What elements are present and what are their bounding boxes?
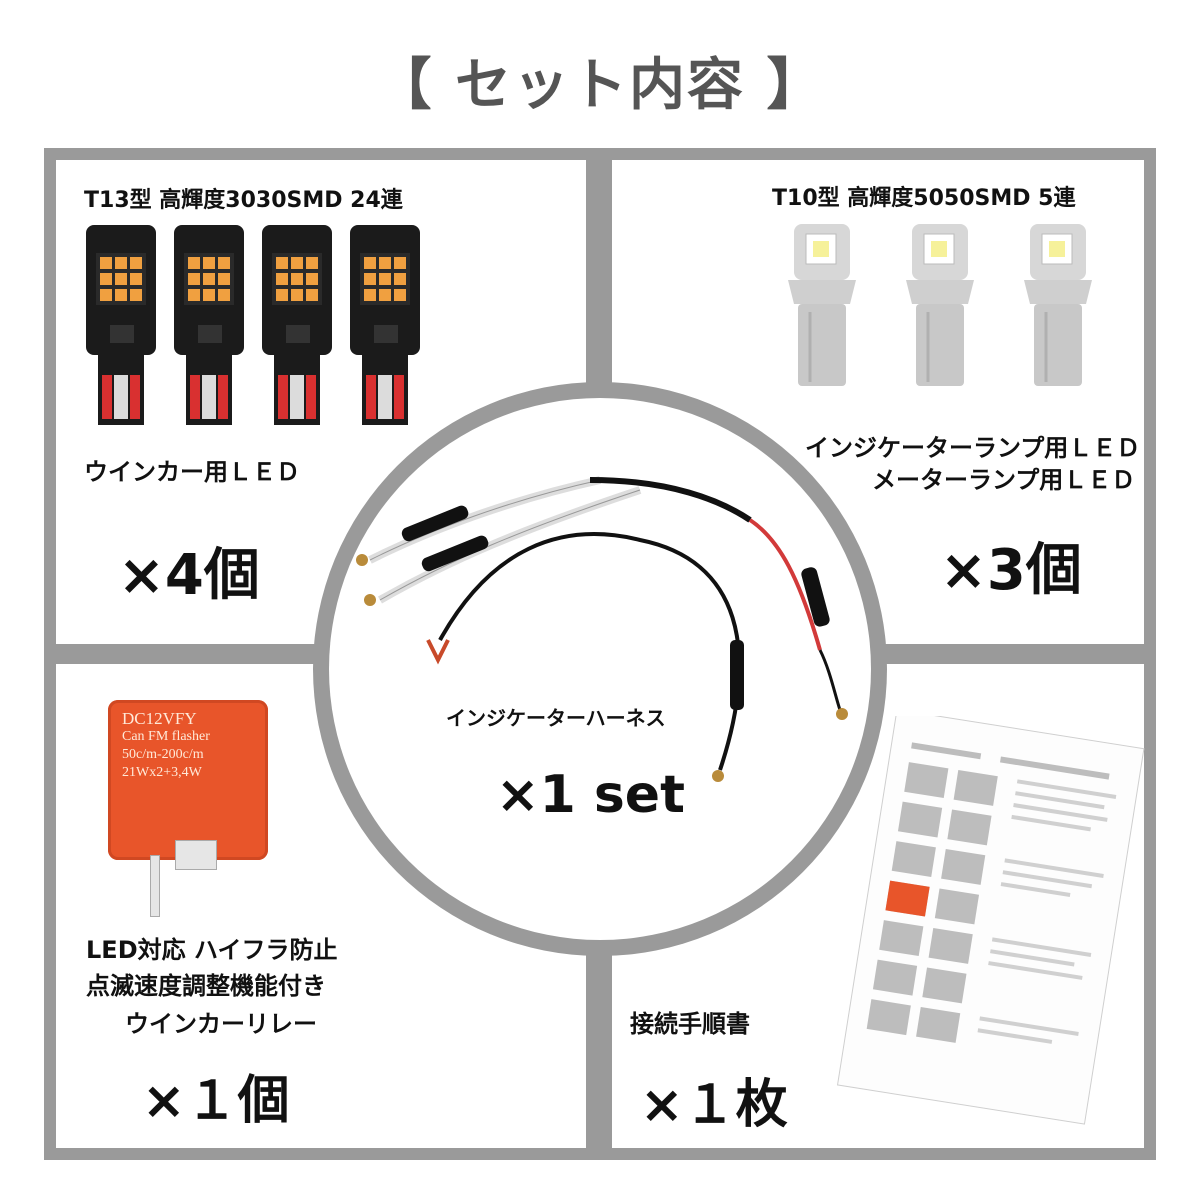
harness-quantity: ×1 set: [496, 765, 685, 825]
t10-usage-label-1: インジケーターランプ用ＬＥＤ: [805, 434, 1141, 462]
t13-quantity: ×4個: [118, 543, 260, 608]
relay-type-text: Can FM flasher: [122, 729, 210, 744]
relay-desc-3: ウインカーリレー: [125, 1010, 317, 1038]
indicator-harness-image: [356, 476, 848, 782]
t10-quantity: ×3個: [940, 538, 1082, 603]
relay-quantity: ×１個: [142, 1071, 290, 1131]
relay-desc-2: 点滅速度調整機能付き: [86, 972, 326, 1000]
relay-terminal-2: [175, 840, 217, 870]
t10-spec-label: T10型 高輝度5050SMD 5連: [772, 186, 1076, 211]
relay-watt-text: 21Wx2+3,4W: [122, 765, 202, 780]
relay-model-text: DC12VFY: [122, 709, 197, 728]
center-circle: [329, 398, 871, 940]
t13-led-bulbs-image: [86, 225, 420, 425]
manual-label: 接続手順書: [630, 1010, 750, 1038]
t13-spec-label: T13型 高輝度3030SMD 24連: [84, 188, 403, 213]
relay-rate-text: 50c/m-200c/m: [122, 747, 204, 762]
t10-usage-label-2: メーターランプ用ＬＥＤ: [872, 466, 1136, 494]
manual-quantity: ×１枚: [640, 1075, 788, 1135]
t13-usage-label: ウインカー用ＬＥＤ: [84, 458, 300, 486]
t10-led-bulbs-image: [788, 222, 1094, 388]
page-title: 【 セット内容 】: [375, 53, 825, 118]
relay-terminal: [150, 855, 160, 917]
harness-label: インジケーターハーネス: [446, 706, 666, 730]
relay-image: DC12VFY Can FM flasher 50c/m-200c/m 21Wx…: [108, 700, 268, 860]
manual-document-image: [836, 716, 1145, 1125]
relay-desc-1: LED対応 ハイフラ防止: [86, 936, 338, 964]
